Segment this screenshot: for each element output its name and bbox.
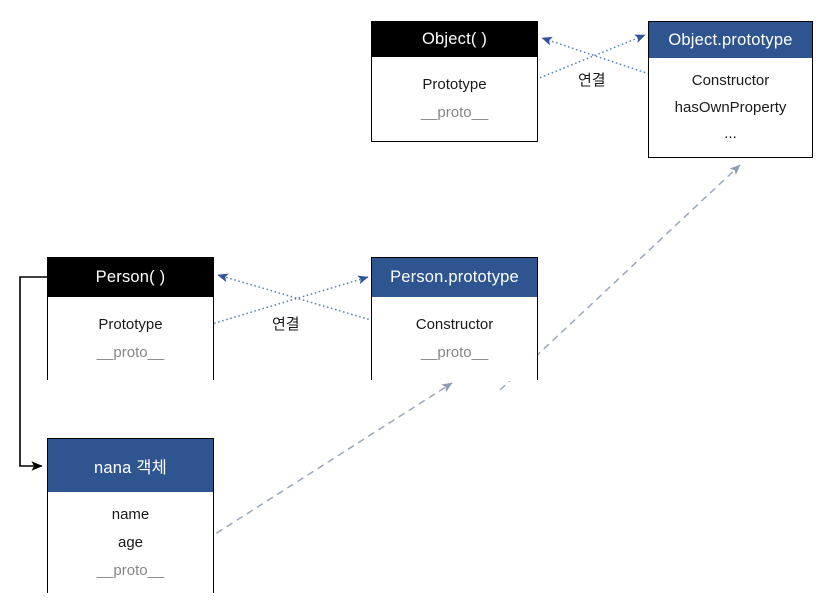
- prop-dunder-proto: __proto__: [96, 344, 165, 361]
- box-nana-object-header: nana 객체: [48, 439, 213, 492]
- edge-label-link-middle: 연결: [272, 316, 300, 333]
- edge-label-link-top: 연결: [578, 72, 606, 89]
- box-person-constructor[interactable]: Person( ) Prototype __proto__: [47, 257, 214, 381]
- box-object-constructor-header: Object( ): [372, 22, 537, 57]
- box-object-constructor[interactable]: Object( ) Prototype __proto__: [371, 21, 538, 142]
- prop-constructor: Constructor: [415, 316, 494, 334]
- box-object-prototype-body: Constructor hasOwnProperty ...: [649, 58, 812, 157]
- box-object-prototype[interactable]: Object.prototype Constructor hasOwnPrope…: [648, 21, 813, 158]
- box-person-constructor-body: Prototype __proto__: [48, 297, 213, 381]
- box-person-constructor-header: Person( ): [48, 258, 213, 297]
- box-person-prototype-header: Person.prototype: [372, 258, 537, 297]
- edge-personctor-to-nana: [19, 276, 47, 471]
- prop-prototype: Prototype: [422, 76, 487, 94]
- prop-dunder-proto: __proto__: [420, 344, 489, 361]
- box-person-prototype-body: Constructor __proto__: [372, 297, 537, 381]
- box-object-prototype-header: Object.prototype: [649, 22, 812, 58]
- prop-dunder-proto: __proto__: [420, 104, 489, 121]
- prop-name: name: [111, 506, 150, 524]
- box-object-constructor-body: Prototype __proto__: [372, 57, 537, 141]
- prop-prototype: Prototype: [98, 316, 163, 334]
- box-nana-object[interactable]: nana 객체 name age __proto__: [47, 438, 214, 594]
- box-nana-object-body: name age __proto__: [48, 492, 213, 594]
- prop-ellipsis: ...: [724, 125, 737, 143]
- prop-dunder-proto: __proto__: [96, 561, 165, 579]
- prop-constructor: Constructor: [691, 71, 770, 89]
- prop-age: age: [117, 534, 144, 552]
- prop-has-own-property: hasOwnProperty: [674, 98, 787, 116]
- box-person-prototype[interactable]: Person.prototype Constructor __proto__: [371, 257, 538, 381]
- edge-nana-proto-to-personproto: [175, 382, 453, 560]
